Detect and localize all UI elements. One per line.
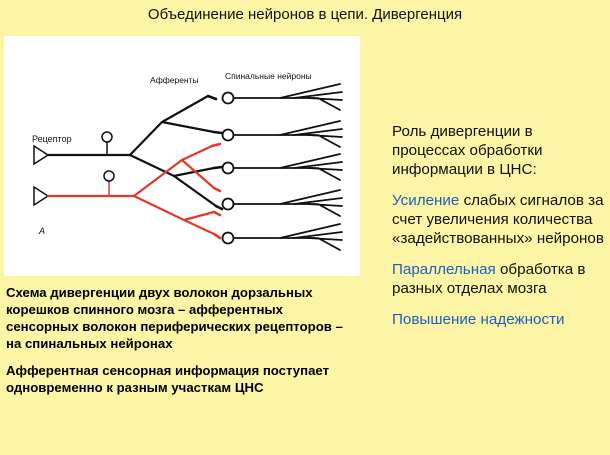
- divergence-diagram: Рецептор Афференты Спинальные нейроны А: [4, 36, 360, 276]
- role-reliability-highlight: Повышение надежности: [392, 311, 565, 328]
- role-amplification: Усиление слабых сигналов за счет увеличе…: [392, 191, 606, 248]
- spinal-neuron-3: [221, 153, 343, 181]
- slide-title: Объединение нейронов в цепи. Дивергенция: [147, 6, 463, 23]
- black-afferent-fiber: [33, 94, 224, 211]
- spinal-neuron-2: [221, 120, 343, 148]
- label-afferents: Афференты: [150, 75, 199, 85]
- black-cell-body-icon: [101, 131, 113, 143]
- spinal-neurons: [221, 83, 343, 251]
- label-receptor: Рецептор: [32, 134, 72, 144]
- receptor-upper-icon: [33, 144, 50, 166]
- spinal-neuron-1: [221, 83, 343, 111]
- roles-intro: Роль дивергенции в процессах обработки и…: [392, 123, 543, 178]
- role-amplification-highlight: Усиление: [392, 192, 460, 209]
- caption-paragraph-2: Афферентная сенсорная информация поступа…: [6, 363, 330, 395]
- label-spinal-neurons: Спинальные нейроны: [225, 71, 312, 81]
- diagram-caption: Схема дивергенции двух волокон дорзальны…: [6, 284, 351, 406]
- receptor-lower-icon: [33, 185, 50, 207]
- role-amplification-text: слабых сигналов за счет увеличения колич…: [392, 192, 604, 247]
- caption-paragraph-1: Схема дивергенции двух волокон дорзальны…: [6, 285, 343, 351]
- spinal-neuron-5: [221, 223, 343, 251]
- role-parallel-text: обработка в разных отделах мозга: [392, 261, 586, 297]
- role-parallel-highlight: Параллельная: [392, 261, 496, 278]
- label-panel: А: [38, 226, 45, 236]
- diagram-svg: Рецептор Афференты Спинальные нейроны А: [32, 71, 343, 251]
- red-afferent-fiber: [33, 142, 222, 240]
- role-parallel: Параллельная обработка в разных отделах …: [392, 260, 606, 298]
- role-reliability: Повышение надежности: [392, 310, 606, 329]
- divergence-roles: Роль дивергенции в процессах обработки и…: [392, 122, 606, 341]
- spinal-neuron-4: [221, 189, 343, 217]
- red-cell-body-icon: [103, 170, 115, 182]
